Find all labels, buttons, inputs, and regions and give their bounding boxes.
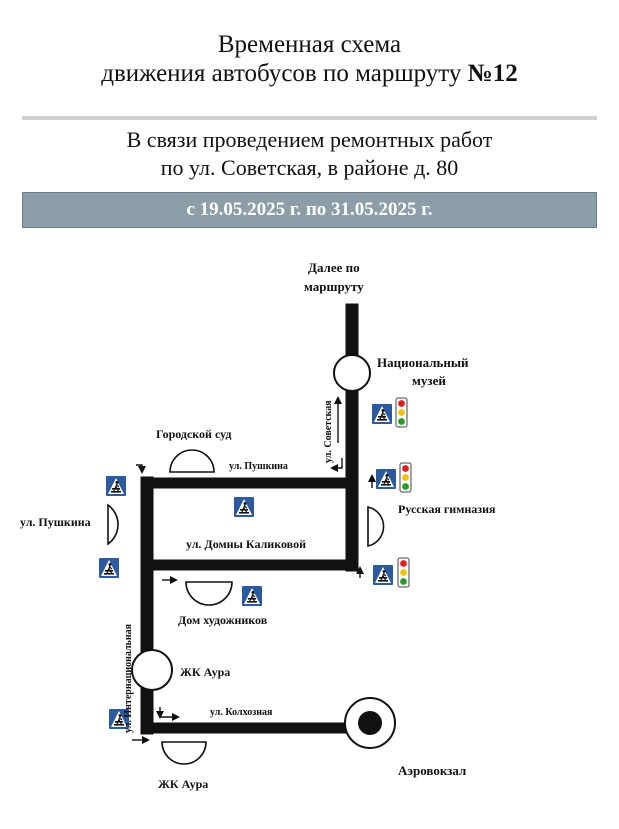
pedestrian-crossing-icon [241,585,263,607]
street-internatsionalnaya-label: ул. Интернациональная [123,623,134,733]
zhk-aura-circle [131,649,173,691]
title-line-1: Временная схема [217,31,402,58]
pedestrian-crossing-icon [233,496,255,518]
route-number: №12 [467,60,518,87]
national-museum-label-2: музей [412,373,446,388]
pedestrian-crossing-icon [105,475,127,497]
stop-markers [107,449,385,765]
traffic-light-icon [395,397,408,428]
pedestrian-crossing-icon [371,403,393,425]
traffic-light-icon [397,557,410,588]
traffic-light-icon [399,462,412,493]
russian-gymnasium-stop-icon [367,505,385,548]
pushkina-stop-icon [107,503,119,546]
airport-label: Аэровокзал [398,763,466,778]
traffic-lights [395,397,412,588]
zhk-aura-label: ЖК Аура [180,665,230,679]
street-kolkhoznaya-label: ул. Колхозная [210,707,273,718]
direction-arrows [132,396,376,744]
city-court-stop-icon [169,449,215,473]
pedestrian-crossing-icon [372,564,394,586]
street-sovetskaya-label: ул. Советская [323,400,334,463]
zhk-aura-2-label: ЖК Аура [158,777,208,791]
street-pushkina-label: ул. Пушкина [229,461,288,472]
pedestrian-crossing-icon [375,468,397,490]
artists-house-label: Дом художников [178,613,268,627]
notice-line-2: по ул. Советская, в районе д. 80 [160,155,459,180]
title-line-2: движения автобусов по маршруту №12 [0,59,619,88]
russian-gymnasium-label: Русская гимназия [398,502,496,516]
notice-line-1: В связи проведением ремонтных работ [126,127,493,152]
continue-route-label-2: маршруту [304,279,364,294]
page-title: Временная схема движения автобусов по ма… [0,30,619,88]
pedestrian-crossing-icon [98,557,120,579]
period-bar: с 19.05.2025 г. по 31.05.2025 г. [22,192,597,228]
street-domny-kalikovoy-label: ул. Домны Каликовой [186,537,306,551]
national-museum-label-1: Национальный [377,355,469,370]
city-court-label: Городской суд [156,427,231,441]
zhk-aura-2-stop-icon [161,741,207,765]
pushkina-stop-label: ул. Пушкина [20,515,91,529]
national-museum-circle [333,354,371,392]
airport-terminal-dot [358,711,382,735]
continue-route-label-1: Далее по [308,260,360,275]
header-divider [22,116,597,120]
notice: В связи проведением ремонтных работ по у… [0,126,619,182]
artists-house-stop-icon [185,581,233,606]
title-line-2-text: движения автобусов по маршруту [101,60,468,87]
